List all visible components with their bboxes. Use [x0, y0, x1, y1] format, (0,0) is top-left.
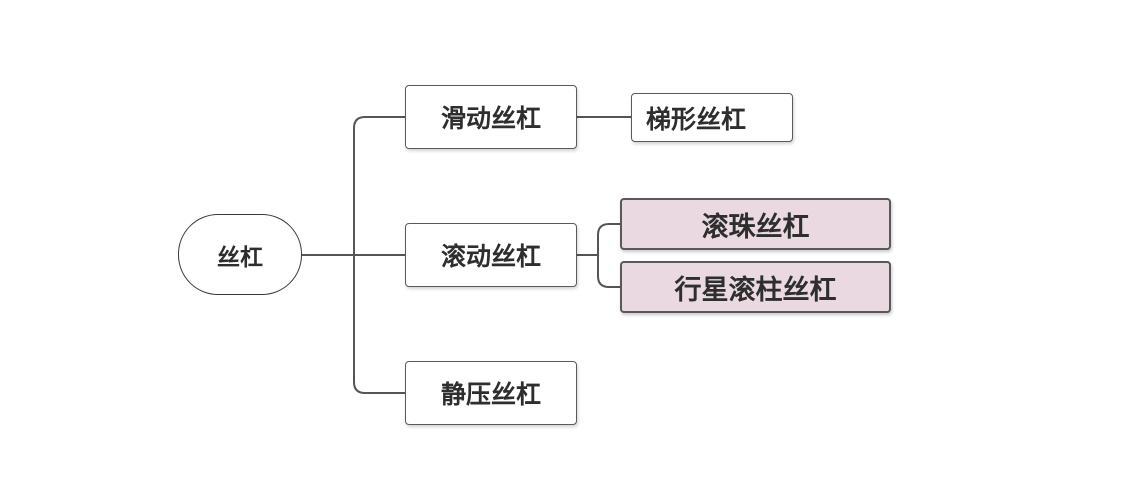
connector-to-ball: [597, 223, 620, 255]
branch-node-label: 静压丝杠: [440, 380, 541, 409]
connector-to-sliding: [353, 116, 405, 255]
leaf-node-ball[interactable]: 滚珠丝杠: [620, 198, 891, 250]
root-node[interactable]: 丝杠: [178, 214, 302, 295]
branch-node-label: 滚动丝杠: [440, 242, 541, 271]
root-node-label: 丝杠: [217, 244, 263, 271]
connector-to-planetary: [597, 255, 620, 288]
branch-node-sliding[interactable]: 滑动丝杠: [405, 85, 577, 149]
branch-node-label: 滑动丝杠: [440, 104, 541, 133]
leaf-node-planetary-roller[interactable]: 行星滚柱丝杠: [620, 261, 891, 313]
leaf-node-label: 行星滚柱丝杠: [674, 274, 837, 306]
leaf-node-label: 滚珠丝杠: [701, 211, 810, 243]
branch-node-rolling[interactable]: 滚动丝杠: [405, 223, 577, 287]
branch-node-static[interactable]: 静压丝杠: [405, 361, 577, 425]
leaf-node-label: 梯形丝杠: [646, 104, 747, 134]
connector-to-static: [353, 255, 405, 394]
leaf-node-trapezoid[interactable]: 梯形丝杠: [631, 93, 793, 142]
